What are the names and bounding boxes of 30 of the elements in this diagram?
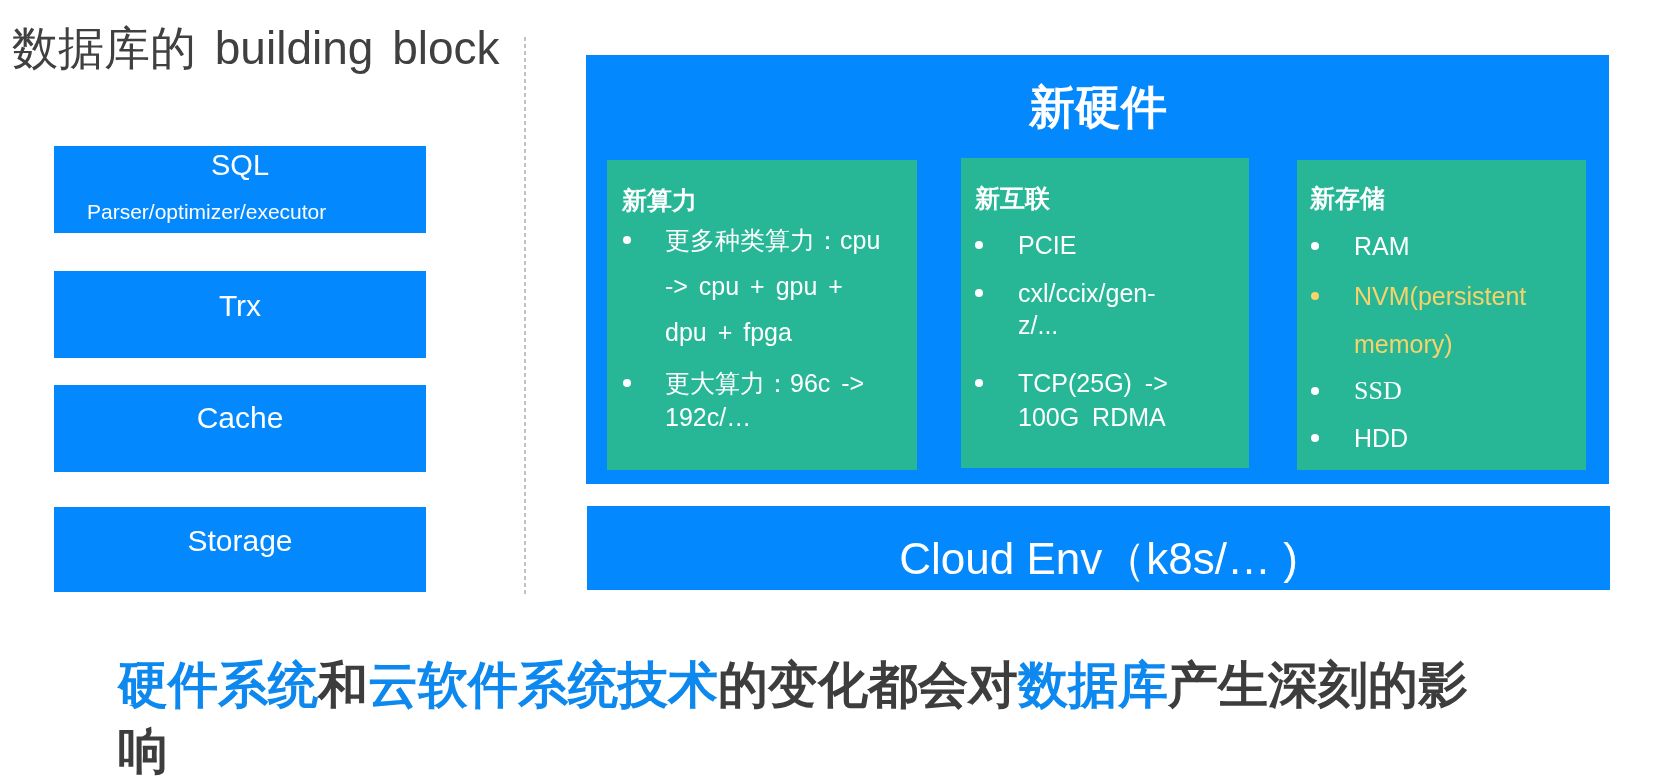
panel <box>586 55 1609 484</box>
box-heading: 新互联 <box>975 183 1050 213</box>
layer-box <box>587 506 1610 590</box>
category-box <box>961 158 1249 468</box>
box-label: Cloud Env（k8s/… ) <box>898 533 1299 585</box>
box-label: Cache <box>195 400 285 436</box>
box-label: Trx <box>217 288 263 324</box>
list-item: 更大算力：96c -> 192c/… <box>665 368 866 433</box>
layer-box <box>54 271 426 358</box>
list-item: NVM(persistent memory) <box>1354 281 1528 360</box>
layer-box <box>54 146 426 233</box>
layer-box <box>54 385 426 472</box>
caption: 硬件系统和云软件系统技术的变化都会对数据库产生深刻的影响 <box>118 656 1469 781</box>
list-item: RAM <box>1354 231 1410 262</box>
category-box <box>1297 160 1586 470</box>
box-heading: 新存储 <box>1310 183 1385 213</box>
list-item: TCP(25G) -> 100G RDMA <box>1018 368 1169 433</box>
box-label: SQL <box>210 148 270 182</box>
panel-heading: 新硬件 <box>1027 80 1168 134</box>
layer-box <box>54 507 426 592</box>
box-heading: 新算力 <box>622 185 697 215</box>
list-item: SSD <box>1354 375 1402 407</box>
list-item: PCIE <box>1018 230 1077 261</box>
box-sublabel: Parser/optimizer/executor <box>87 199 327 225</box>
list-item: 更多种类算力：cpu -> cpu + gpu + dpu + fpga <box>665 225 882 348</box>
list-item: cxl/ccix/gen-z/... <box>1018 278 1157 341</box>
list-item: HDD <box>1354 423 1409 454</box>
category-box <box>607 160 917 470</box>
box-label: Storage <box>186 523 294 559</box>
title: 数据库的 building block <box>12 21 500 75</box>
